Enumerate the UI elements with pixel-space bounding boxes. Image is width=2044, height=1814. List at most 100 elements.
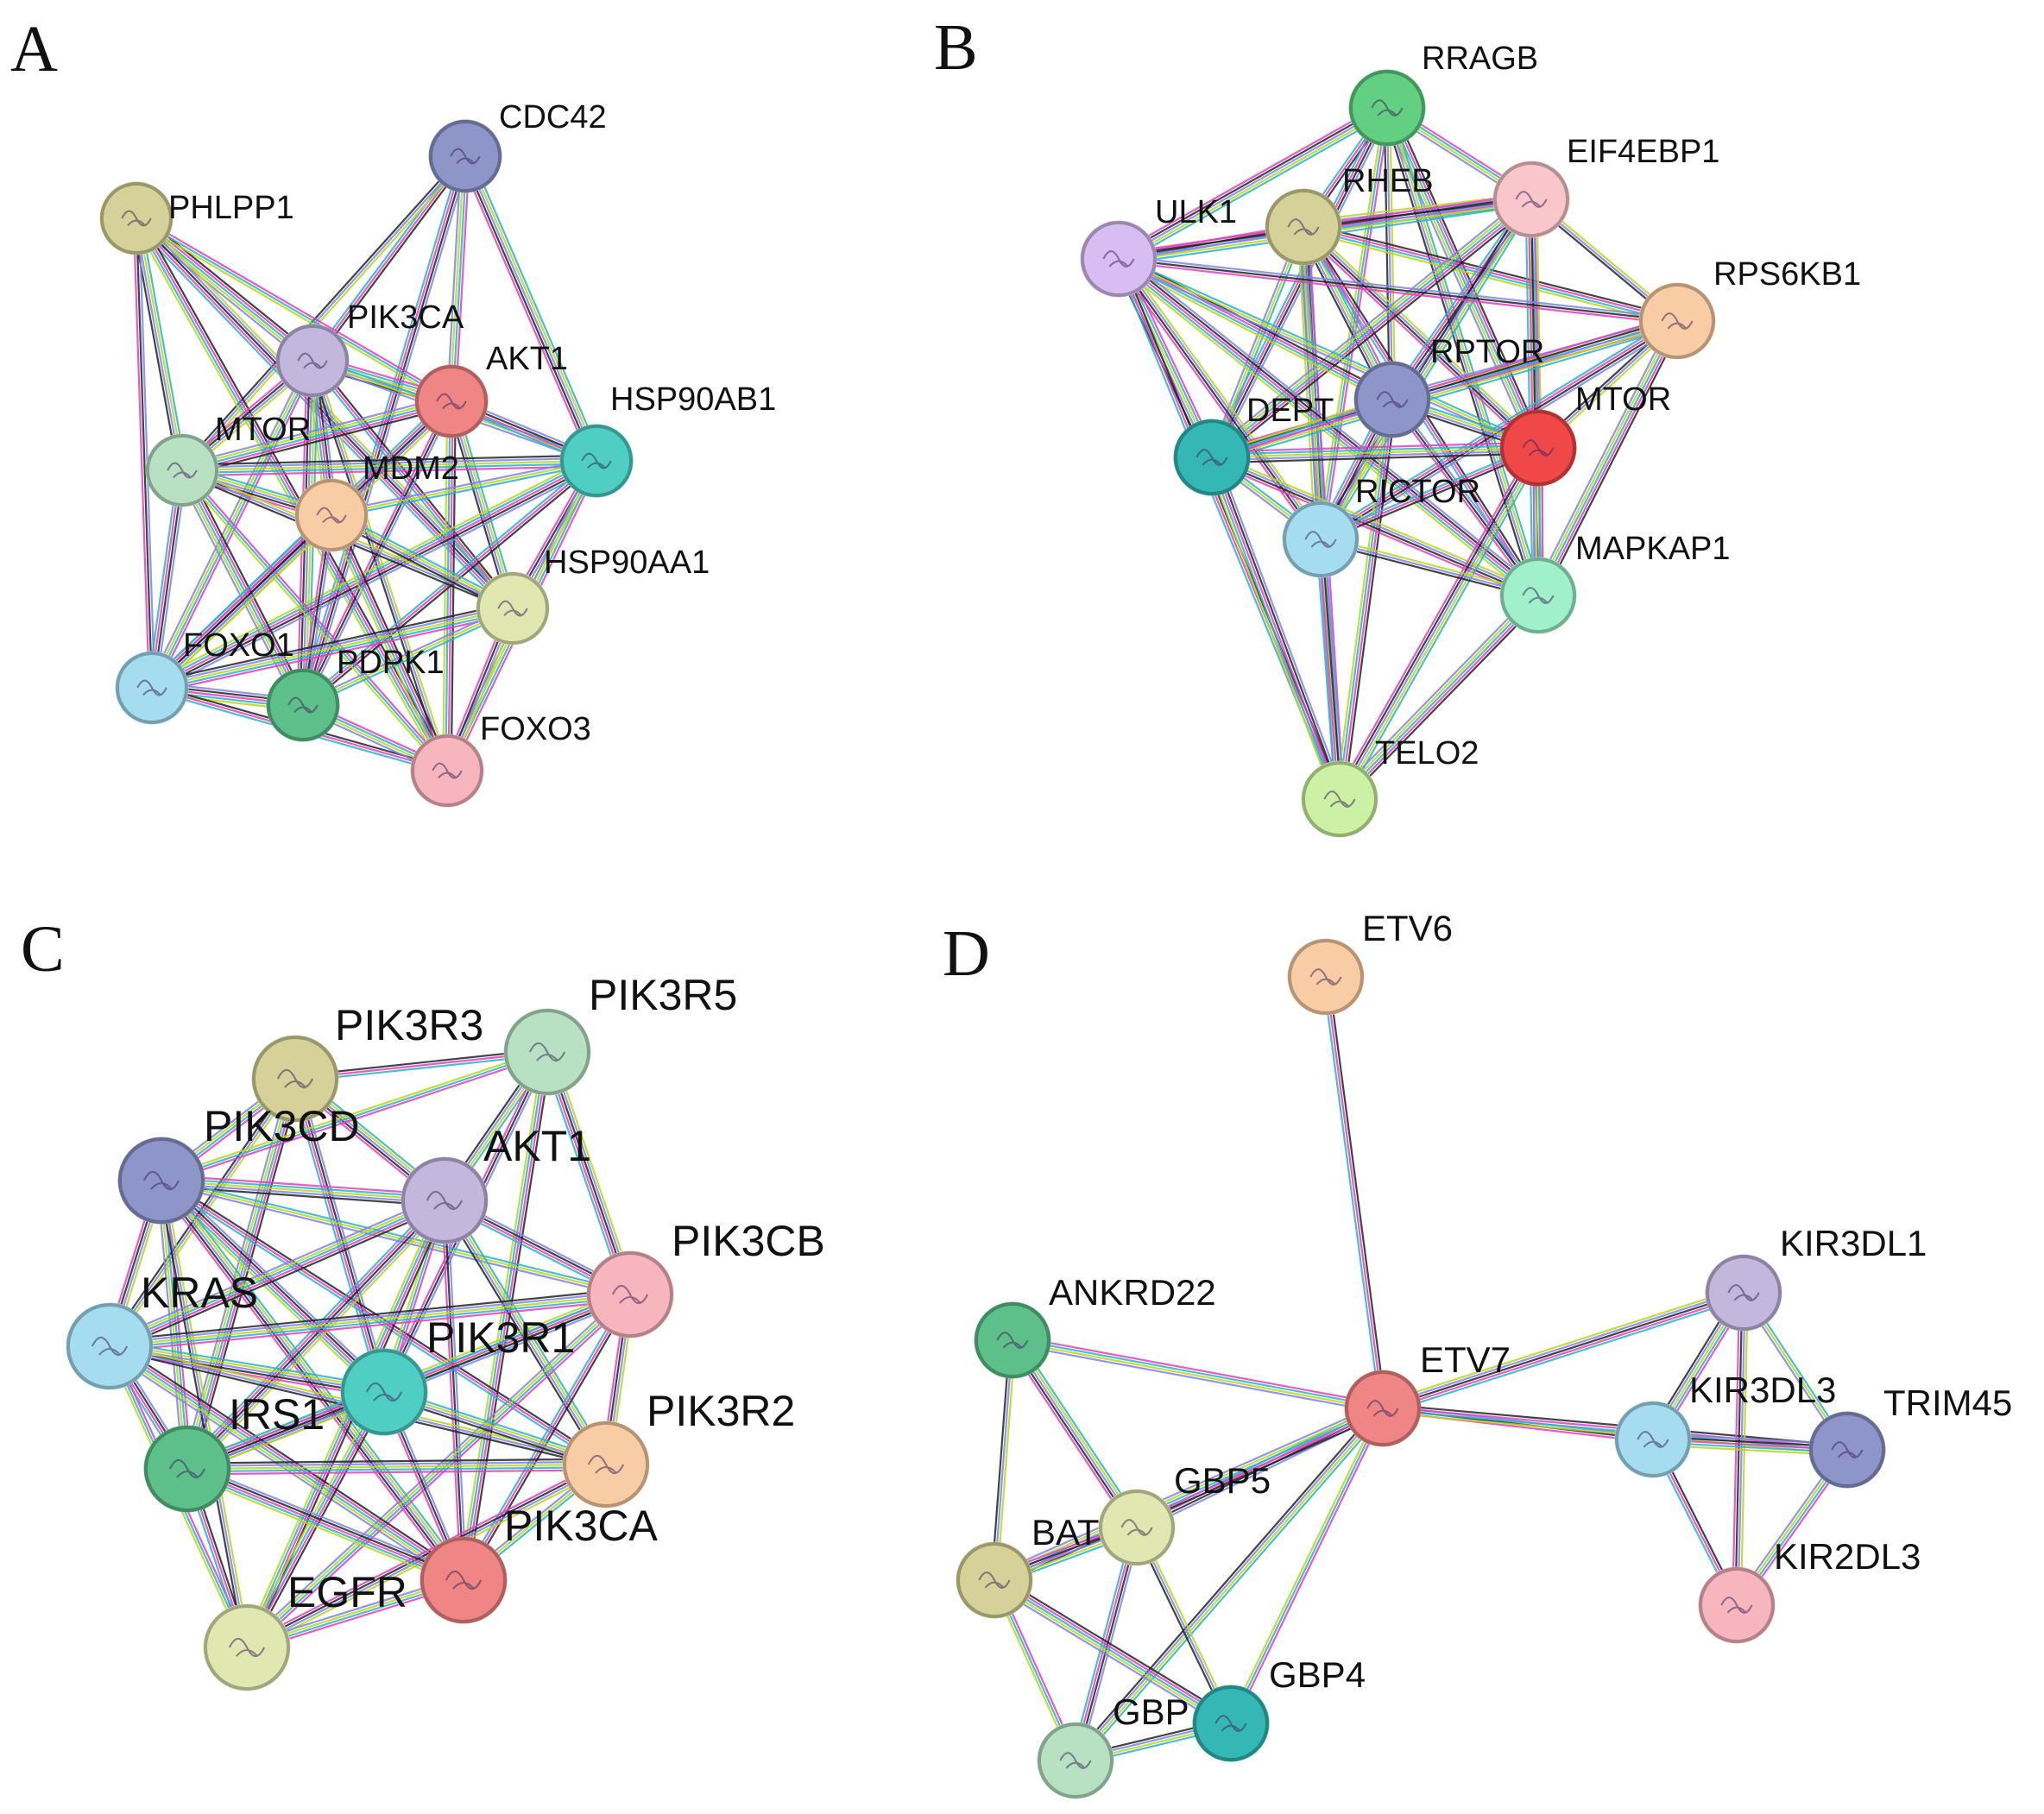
protein-node: RHEB bbox=[1265, 163, 1434, 266]
interaction-edge bbox=[326, 513, 452, 773]
interaction-edge bbox=[460, 1292, 634, 1583]
protein-label: CDC42 bbox=[499, 99, 607, 135]
protein-node: RPTOR bbox=[1353, 334, 1544, 438]
protein-structure-icon bbox=[1371, 99, 1404, 117]
protein-label: FOXO3 bbox=[480, 711, 591, 747]
protein-node: PIK3R2 bbox=[562, 1387, 795, 1509]
protein-node: KIR3DL1 bbox=[1705, 1223, 1927, 1332]
protein-label: GBP4 bbox=[1269, 1654, 1366, 1695]
protein-structure-icon bbox=[1831, 1441, 1864, 1458]
protein-structure-icon bbox=[1102, 250, 1135, 268]
interaction-edge bbox=[440, 1200, 468, 1581]
protein-structure-icon bbox=[121, 210, 152, 227]
protein-structure-icon bbox=[316, 507, 347, 524]
protein-structure-icon bbox=[1727, 1284, 1760, 1301]
protein-label: KIR2DL3 bbox=[1774, 1536, 1921, 1577]
panel-d-letter: D bbox=[943, 917, 990, 990]
protein-label: MDM2 bbox=[363, 450, 459, 487]
protein-label: ULK1 bbox=[1155, 194, 1237, 230]
protein-node: GBP5 bbox=[1098, 1460, 1271, 1566]
protein-node: ETV7 bbox=[1344, 1339, 1511, 1447]
protein-label: RPS6KB1 bbox=[1713, 256, 1861, 293]
protein-node: PIK3R5 bbox=[503, 971, 737, 1096]
interaction-edge bbox=[458, 1051, 552, 1581]
protein-label: AKT1 bbox=[486, 341, 568, 377]
protein-structure-icon bbox=[581, 452, 612, 469]
interaction-edge bbox=[446, 155, 470, 402]
interaction-edge bbox=[1334, 399, 1397, 800]
protein-node: PIK3CD bbox=[117, 1102, 360, 1225]
interaction-edge bbox=[243, 1290, 634, 1652]
protein-structure-icon bbox=[1059, 1752, 1092, 1769]
protein-structure-icon bbox=[91, 1336, 129, 1357]
protein-node: PIK3CA bbox=[420, 1502, 659, 1624]
protein-structure-icon bbox=[1120, 1519, 1153, 1536]
protein-structure-icon bbox=[587, 1454, 625, 1475]
interaction-edge bbox=[134, 215, 454, 405]
protein-node: RICTOR bbox=[1282, 474, 1480, 578]
protein-node: MTOR bbox=[145, 412, 311, 507]
protein-label: RRAGB bbox=[1422, 41, 1538, 77]
protein-label: TRIM45 bbox=[1883, 1383, 2012, 1423]
protein-node: DEPT bbox=[1173, 393, 1334, 496]
protein-node: PIK3CB bbox=[586, 1217, 825, 1338]
protein-structure-icon bbox=[426, 1190, 464, 1211]
protein-structure-icon bbox=[996, 1332, 1029, 1349]
protein-node: CDC42 bbox=[428, 99, 607, 193]
protein-label: ETV6 bbox=[1362, 908, 1453, 948]
interaction-edge bbox=[1205, 455, 1347, 802]
protein-node: RRAGB bbox=[1348, 41, 1538, 147]
interaction-edge bbox=[990, 1339, 1017, 1581]
protein-node: TELO2 bbox=[1301, 735, 1479, 838]
protein-structure-icon bbox=[142, 1170, 180, 1191]
protein-label: PDPK1 bbox=[337, 645, 445, 681]
protein-structure-icon bbox=[1214, 1715, 1247, 1732]
interaction-edge bbox=[147, 510, 337, 693]
protein-label: HSP90AB1 bbox=[610, 381, 776, 418]
interaction-edge bbox=[991, 1402, 1386, 1586]
protein-label: KRAS bbox=[141, 1269, 258, 1317]
protein-structure-icon bbox=[1522, 587, 1555, 604]
interaction-edge bbox=[185, 1463, 466, 1586]
protein-structure-icon bbox=[445, 1570, 483, 1590]
interaction-edge bbox=[132, 217, 156, 689]
interaction-edge bbox=[1382, 106, 1543, 597]
protein-node: AKT1 bbox=[401, 1122, 591, 1244]
panel-c-letter: C bbox=[21, 913, 65, 986]
protein-structure-icon bbox=[436, 393, 467, 410]
protein-label: PIK3CB bbox=[672, 1217, 825, 1265]
protein-structure-icon bbox=[1522, 439, 1555, 457]
protein-node: PIK3R1 bbox=[340, 1313, 575, 1436]
protein-node: TRIM45 bbox=[1808, 1383, 2012, 1489]
protein-label: BAT bbox=[1031, 1512, 1100, 1553]
interaction-edge bbox=[309, 154, 469, 363]
protein-label: EIF4EBP1 bbox=[1567, 134, 1719, 170]
protein-node: HSP90AB1 bbox=[559, 381, 776, 498]
protein-label: MTOR bbox=[215, 412, 311, 448]
protein-label: MAPKAP1 bbox=[1575, 531, 1731, 567]
protein-label: PIK3CD bbox=[204, 1102, 360, 1150]
interaction-edge bbox=[181, 454, 597, 477]
protein-label: PIK3CA bbox=[504, 1502, 659, 1550]
protein-label: IRS1 bbox=[229, 1390, 325, 1439]
protein-node: HSP90AA1 bbox=[476, 545, 710, 646]
protein-structure-icon bbox=[1323, 790, 1356, 808]
panel-b-letter: B bbox=[934, 11, 978, 84]
interaction-edge bbox=[1227, 1407, 1386, 1725]
protein-structure-icon bbox=[1287, 218, 1320, 236]
interaction-edge bbox=[186, 1458, 607, 1476]
protein-structure-icon bbox=[1366, 1400, 1399, 1417]
protein-label: RICTOR bbox=[1355, 474, 1480, 510]
protein-structure-icon bbox=[1720, 1597, 1753, 1614]
protein-structure-icon bbox=[978, 1572, 1011, 1589]
protein-label: ETV7 bbox=[1420, 1339, 1511, 1380]
protein-structure-icon bbox=[1515, 191, 1548, 208]
protein-label: ANKRD22 bbox=[1049, 1272, 1216, 1313]
protein-node: PDPK1 bbox=[266, 645, 445, 742]
protein-structure-icon bbox=[611, 1284, 649, 1305]
protein-node: PIK3R3 bbox=[251, 1001, 483, 1123]
protein-node: RPS6KB1 bbox=[1638, 256, 1861, 360]
